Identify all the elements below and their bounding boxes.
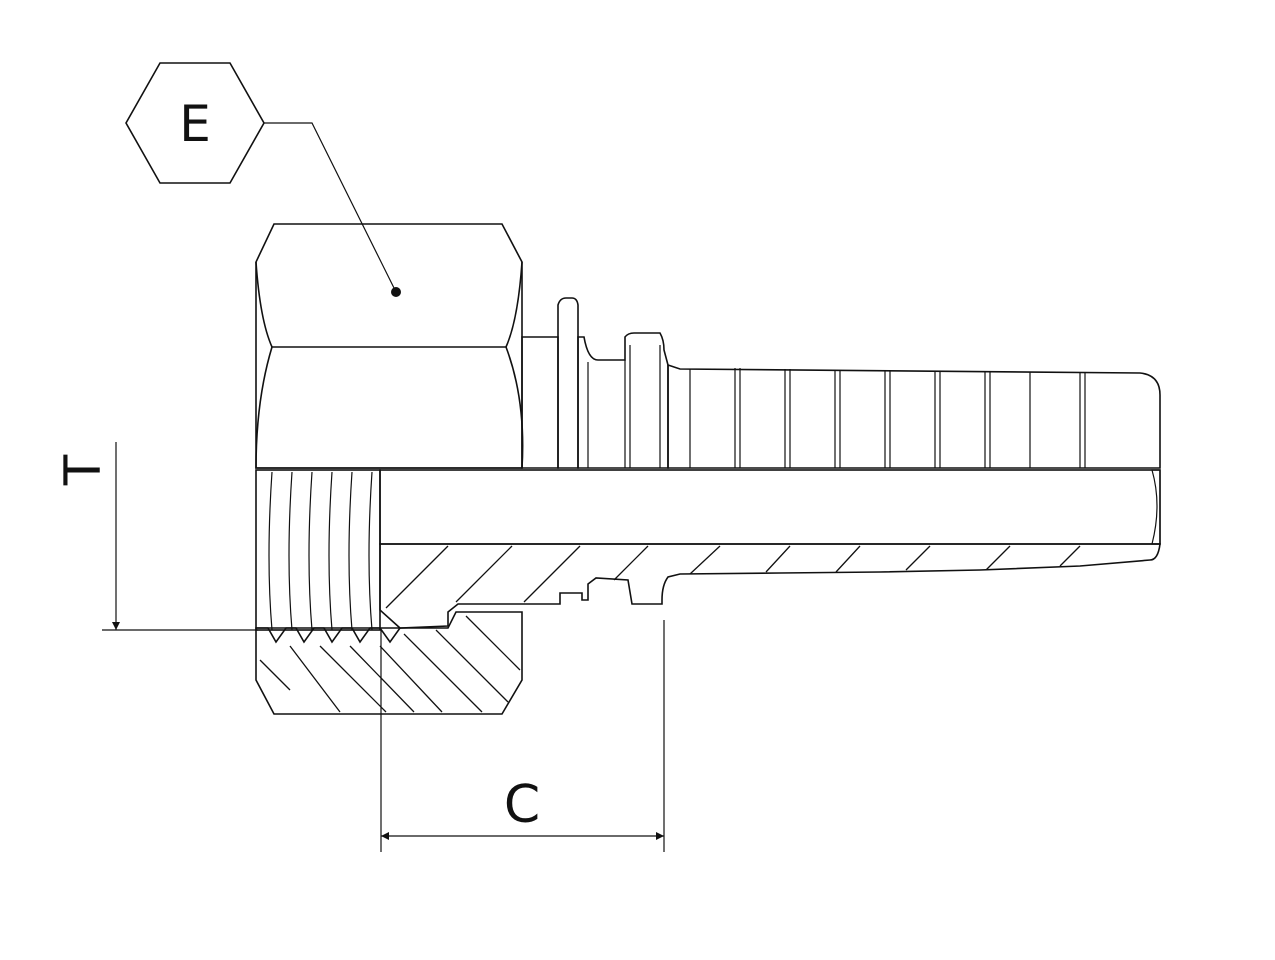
nipple-hatching xyxy=(385,545,1081,609)
tail-ribs xyxy=(689,368,1086,468)
retaining-ring xyxy=(557,297,579,469)
thread-crests xyxy=(268,471,373,631)
groove-body xyxy=(577,332,669,469)
bore-end xyxy=(1151,469,1161,545)
hex-callout: E xyxy=(125,62,401,297)
hex-nut-face xyxy=(255,223,523,469)
collar xyxy=(521,336,559,469)
leader-line xyxy=(264,122,397,293)
dimension-t: T xyxy=(54,442,258,631)
dimension-c-label: C xyxy=(504,775,540,835)
hex-nut-lower-facet xyxy=(255,346,524,469)
hex-nut-chamfer xyxy=(505,261,523,348)
dimension-t-label: T xyxy=(54,454,112,486)
nut-section xyxy=(255,611,523,715)
nipple-wall-section xyxy=(379,543,1161,629)
dimension-c: C xyxy=(380,620,665,852)
hex-nut-chamfer xyxy=(255,261,273,348)
hose-tail xyxy=(667,363,1161,469)
fitting-section-view xyxy=(255,469,1161,715)
thread-teeth xyxy=(256,627,401,644)
bore xyxy=(379,469,1161,545)
leader-dot xyxy=(391,287,401,297)
nut-hatching xyxy=(259,615,521,713)
internal-thread xyxy=(255,469,381,631)
hex-callout-label: E xyxy=(179,95,211,153)
fitting-upper-view xyxy=(255,223,1161,469)
